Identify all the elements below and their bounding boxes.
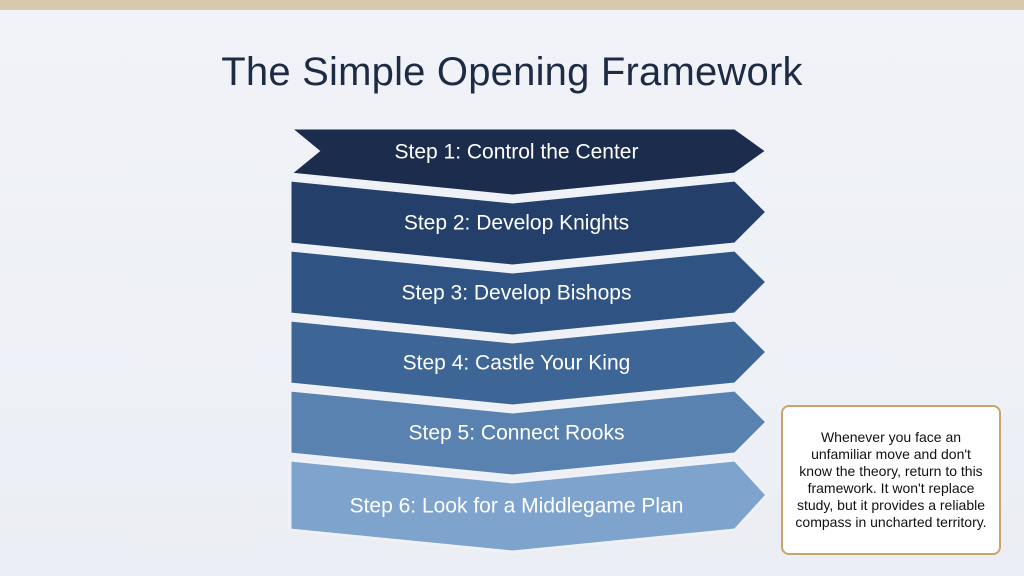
framework-note: Whenever you face an unfamiliar move and…	[781, 405, 1001, 555]
step-chevron-2	[288, 178, 770, 268]
note-text: Whenever you face an unfamiliar move and…	[795, 429, 987, 530]
step-label-4: Step 4: Castle Your King	[403, 352, 631, 375]
step-label-3: Step 3: Develop Bishops	[402, 282, 632, 305]
step-chevron-5	[288, 388, 770, 478]
step-label-5: Step 5: Connect Rooks	[409, 422, 625, 445]
step-label-6: Step 6: Look for a Middlegame Plan	[350, 495, 684, 518]
step-chevron-3	[288, 248, 770, 338]
step-chevron-4	[288, 318, 770, 408]
step-label-2: Step 2: Develop Knights	[404, 212, 629, 235]
top-border	[0, 0, 1024, 10]
step-chevron-6	[288, 458, 770, 554]
step-label-1: Step 1: Control the Center	[395, 141, 639, 164]
step-chevron-1	[285, 126, 770, 198]
slide-title: The Simple Opening Framework	[221, 50, 803, 94]
